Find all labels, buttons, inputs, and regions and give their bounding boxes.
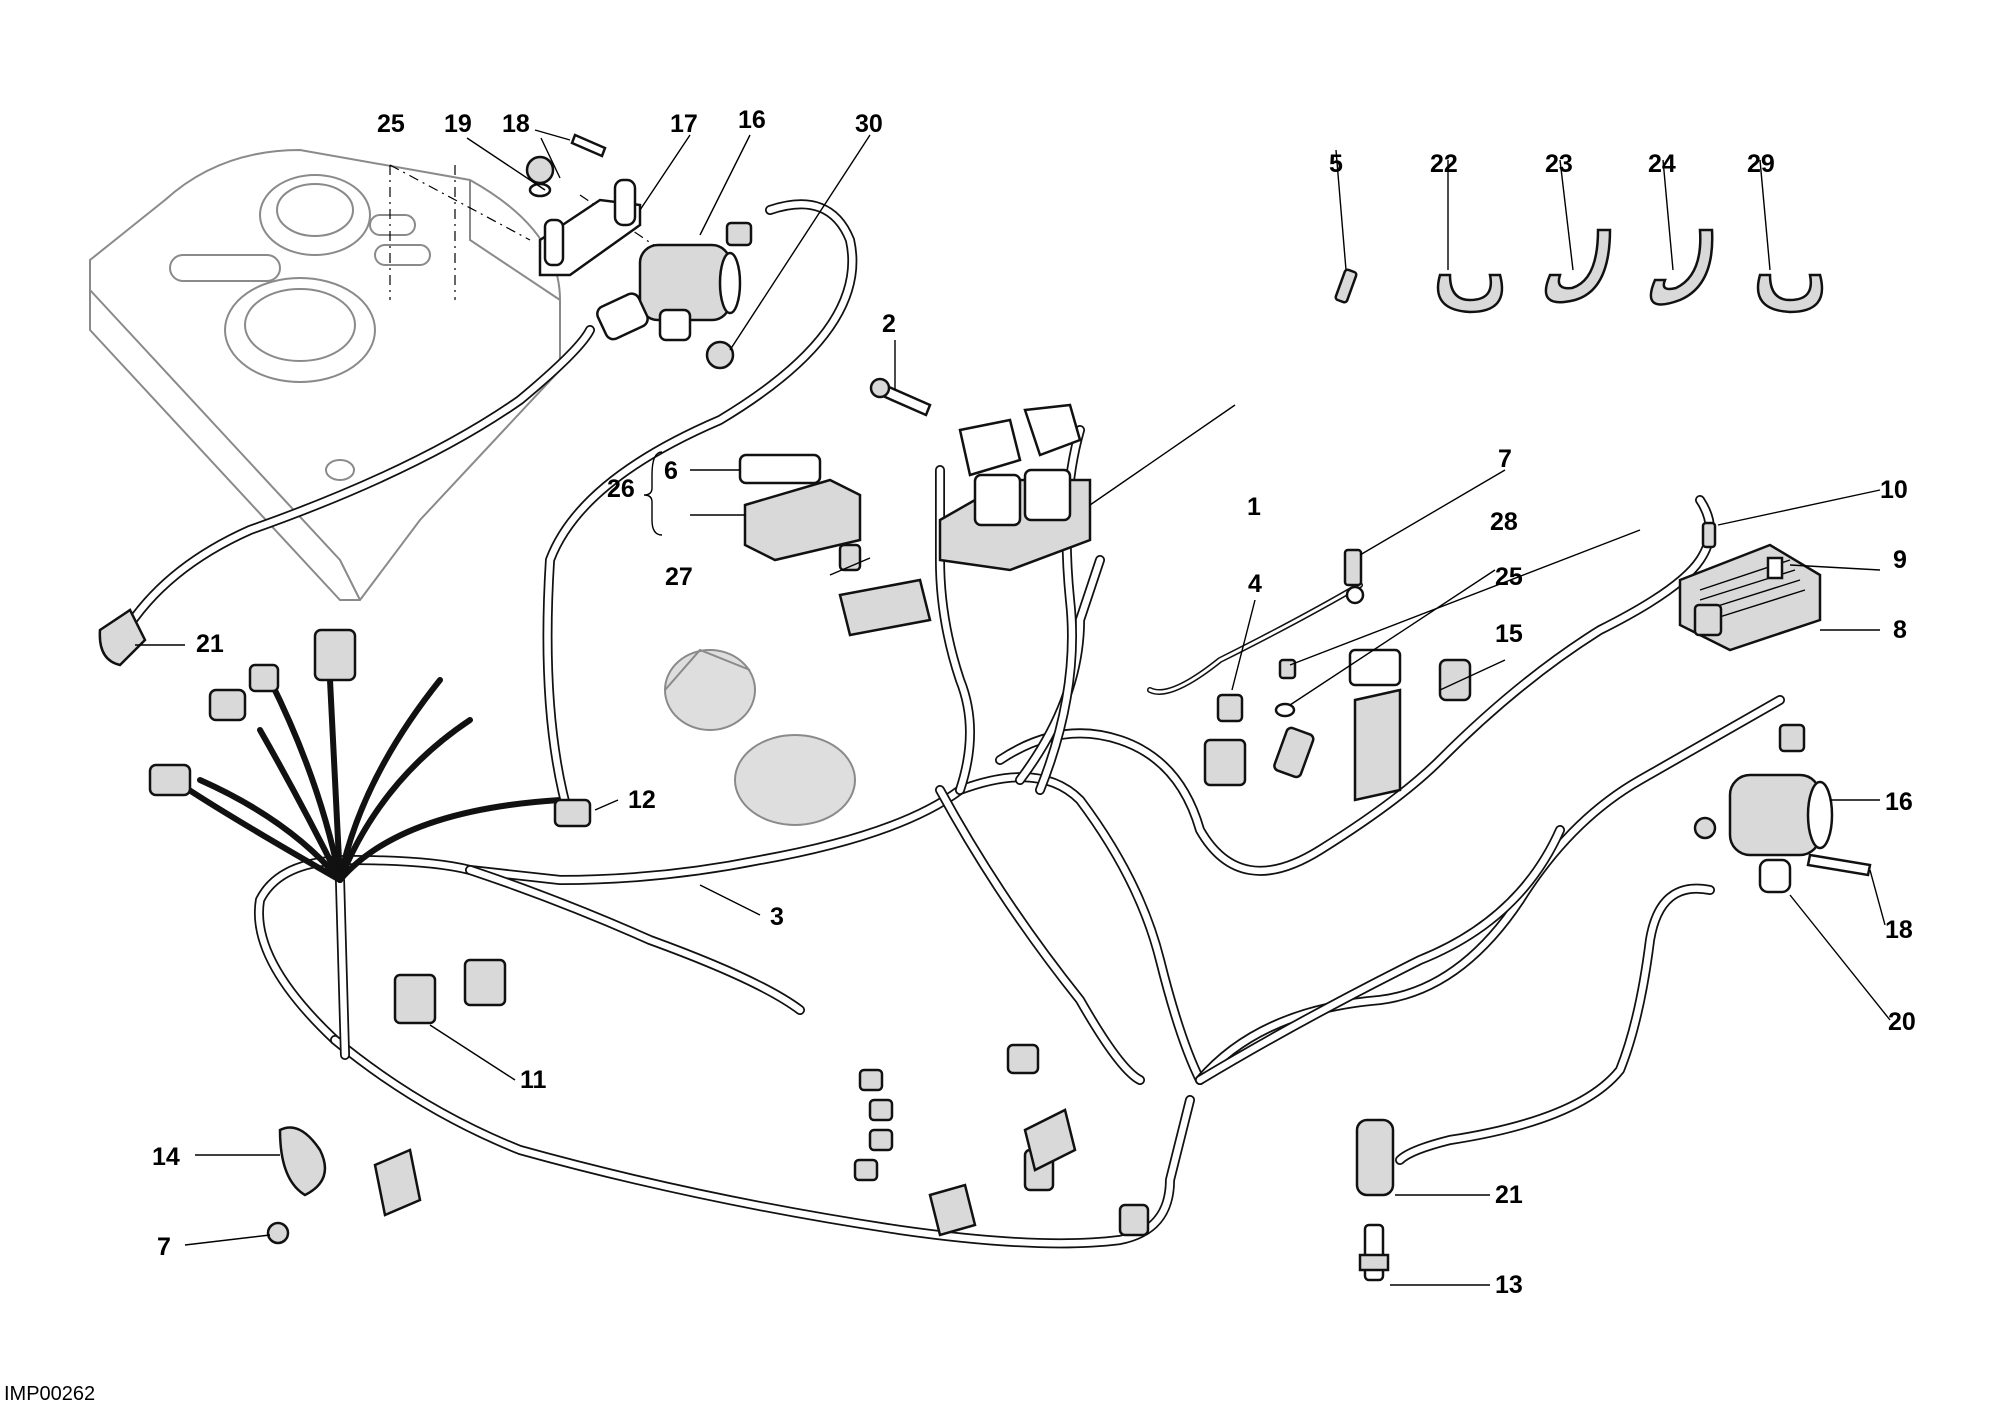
connector-main-left: [313, 628, 357, 682]
screw-10: [1701, 521, 1717, 549]
connector-bottom-mid: [928, 1043, 1150, 1237]
cable-clip-29: [1756, 273, 1824, 314]
regulator-connector: [1693, 603, 1723, 637]
callout-22: 22: [1430, 150, 1458, 178]
callout-19: 19: [444, 110, 472, 138]
spark-plug-cap-right: [1355, 1118, 1395, 1197]
callout-20: 20: [1888, 1008, 1916, 1036]
nut-19: [525, 155, 555, 185]
connector-mid: [1273, 726, 1315, 779]
callout-4: 4: [1248, 570, 1262, 598]
fuse-box-26: [743, 478, 862, 562]
callout-23: 23: [1545, 150, 1573, 178]
callout-25-mid: 25: [1495, 563, 1523, 591]
callout-21-right: 21: [1495, 1181, 1523, 1209]
callout-14: 14: [152, 1143, 180, 1171]
callout-10: 10: [1880, 476, 1908, 504]
ignition-lead-left: [115, 199, 858, 825]
fuse-cover-6: [738, 453, 822, 485]
callout-12: 12: [628, 786, 656, 814]
connector-15-plug: [1438, 658, 1472, 702]
relay-socket: [838, 578, 932, 637]
battery-cable: [1147, 582, 1363, 695]
callout-7-bottom: 7: [157, 1233, 171, 1261]
spark-plug-13: [1358, 1223, 1390, 1282]
callout-5: 5: [1329, 150, 1343, 178]
connector-4-socket: [1203, 738, 1247, 787]
cable-clip-23: [1544, 228, 1612, 304]
main-wiring-harness: [254, 425, 1785, 1249]
ignition-lead-right: [1395, 883, 1715, 1165]
callout-16-right: 16: [1885, 788, 1913, 816]
callout-18-top: 18: [502, 110, 530, 138]
washer-25-mid: [1274, 702, 1296, 718]
multi-pin-connector-left: [148, 763, 192, 797]
screw-18-top: [570, 133, 607, 158]
bolt-7-battery: [1343, 548, 1365, 605]
callout-28: 28: [1490, 508, 1518, 536]
spark-plug-cap-left: [98, 608, 147, 667]
connector-mid-left: [463, 958, 507, 1007]
callout-17: 17: [670, 110, 698, 138]
connector-12: [553, 798, 592, 828]
electronic-unit-1: [938, 403, 1092, 572]
fuse-5: [1334, 268, 1358, 304]
callout-24: 24: [1648, 150, 1676, 178]
screw-2: [869, 377, 932, 417]
callout-18-right: 18: [1885, 916, 1913, 944]
brace-26: [643, 451, 663, 536]
callout-25-top: 25: [377, 110, 405, 138]
connector-15: [1348, 648, 1402, 802]
cable-clip-22: [1436, 273, 1504, 314]
part-callouts: 1 2 3 4 5 6 7 7 8 9 10 11 12 13 14 15 16…: [152, 106, 1916, 1299]
callout-21-left: 21: [196, 630, 224, 658]
callout-16-top: 16: [738, 106, 766, 134]
callout-9: 9: [1893, 546, 1907, 574]
callout-6: 6: [664, 457, 678, 485]
screw-7-bottom: [266, 1221, 290, 1245]
coil-connector-top: [725, 221, 753, 247]
left-branch-wires: [157, 677, 563, 883]
callout-27: 27: [665, 563, 693, 591]
callout-15: 15: [1495, 620, 1523, 648]
callout-30: 30: [855, 110, 883, 138]
connector-bottom-left: [373, 1148, 422, 1217]
coil-right-connector: [1778, 723, 1806, 753]
callout-3: 3: [770, 903, 784, 931]
callout-1: 1: [1247, 493, 1261, 521]
ignition-coil-top: [596, 243, 742, 342]
screw-28: [1278, 658, 1297, 680]
connector-left-2: [208, 688, 247, 722]
leader-lines: [135, 129, 1891, 1286]
callout-8: 8: [1893, 616, 1907, 644]
connector-cluster-bottom: [853, 1068, 894, 1182]
fuel-tank-outline: [89, 148, 561, 601]
starter-solenoid-outline: [664, 648, 856, 826]
callout-7-battery: 7: [1498, 445, 1512, 473]
relay-11: [393, 973, 437, 1025]
callout-13: 13: [1495, 1271, 1523, 1299]
nut-30: [705, 340, 735, 370]
drawing-code: IMP00262: [4, 1383, 95, 1405]
callout-2: 2: [882, 310, 896, 338]
callout-11: 11: [520, 1066, 547, 1094]
coil-bracket: [538, 178, 642, 277]
horn-14: [278, 1126, 327, 1197]
cable-clip-24: [1649, 228, 1714, 306]
callout-26: 26: [607, 475, 635, 503]
connector-left-3: [248, 663, 280, 693]
relay-4: [1216, 693, 1244, 723]
screw-18-right: [1806, 853, 1872, 877]
callout-29: 29: [1747, 150, 1775, 178]
ignition-coil-right: [1693, 773, 1834, 894]
washer-25-top: [528, 182, 552, 198]
